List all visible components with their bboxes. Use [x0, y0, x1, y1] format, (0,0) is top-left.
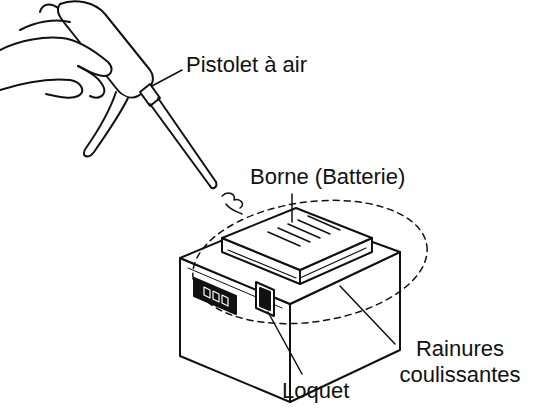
- part-label-text: Borne (Batterie): [250, 164, 405, 189]
- air-puff: [222, 193, 242, 214]
- part-label-text: Loquet: [282, 378, 349, 403]
- part-label: Borne (Batterie): [250, 164, 450, 190]
- hand: [0, 20, 111, 97]
- leader-lines: [152, 70, 395, 374]
- air-gun: [40, 1, 216, 188]
- part-label: Pistolet à air: [186, 52, 356, 78]
- part-label-text: Rainures coulissantes: [399, 336, 520, 387]
- part-label-text: Pistolet à air: [186, 52, 307, 77]
- part-label: Rainures coulissantes: [384, 336, 536, 388]
- part-label: Loquet: [282, 378, 382, 404]
- battery-pack: [180, 186, 435, 402]
